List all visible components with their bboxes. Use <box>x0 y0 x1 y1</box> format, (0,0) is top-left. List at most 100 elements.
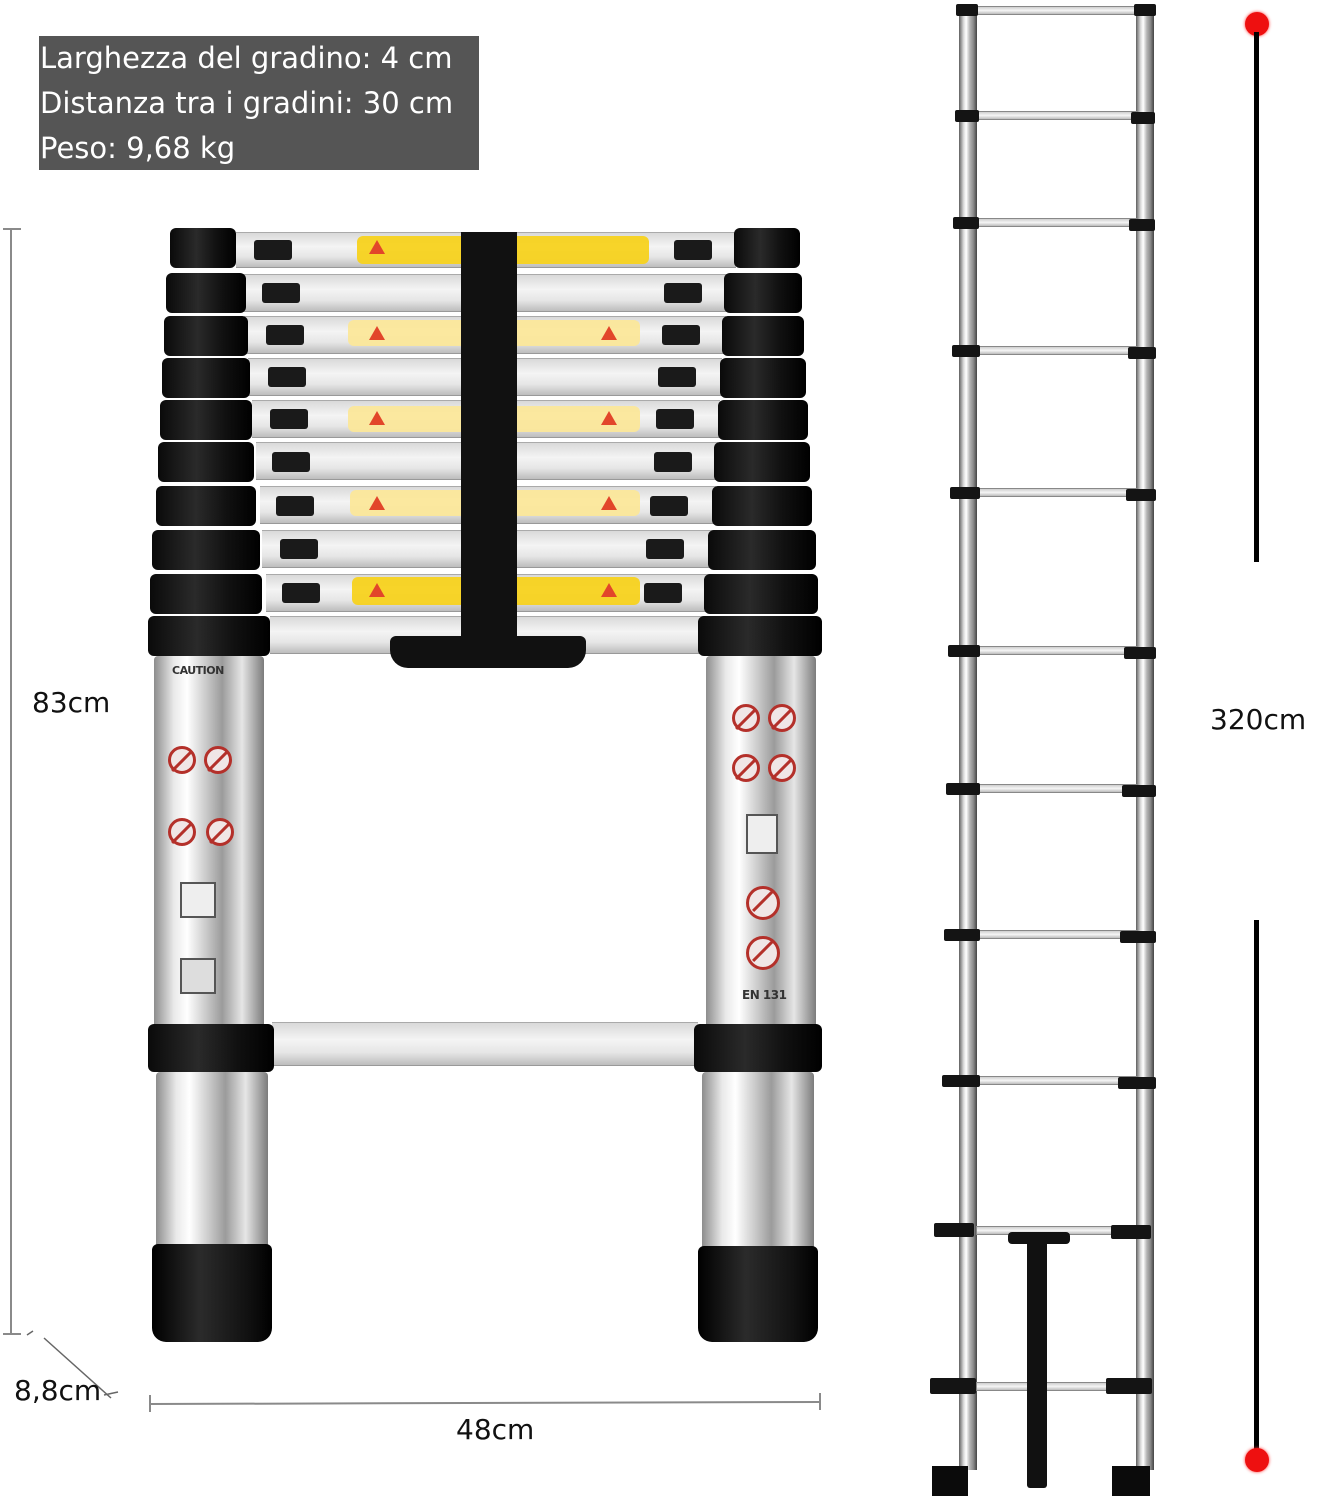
left-foot <box>152 1244 272 1342</box>
rung-clip <box>946 783 980 795</box>
rung-clip <box>944 929 980 941</box>
warning-triangle-icon <box>369 411 385 425</box>
rung-slot <box>664 283 702 303</box>
prohibition-icon <box>204 746 232 774</box>
rung-slot <box>280 539 318 559</box>
rung-slot <box>646 539 684 559</box>
rail-cap <box>704 574 818 614</box>
rail-cap <box>724 273 802 313</box>
rung-clip <box>1111 1225 1151 1239</box>
rail-cap <box>734 228 800 268</box>
rung-clip <box>934 1223 974 1237</box>
instruction-pictogram <box>746 814 778 854</box>
rail-cap <box>152 530 260 570</box>
rung-clip <box>930 1378 976 1394</box>
rung-clip <box>1129 219 1155 231</box>
prohibition-icon <box>732 754 760 782</box>
compact-ladder-illustration: CAUTION EN 131 <box>0 0 920 1500</box>
rung <box>976 1076 1138 1085</box>
right-foot <box>698 1246 818 1342</box>
rung-clip <box>953 217 979 229</box>
rung <box>976 6 1138 15</box>
rung-clip <box>942 1075 980 1087</box>
rung-clip <box>952 345 980 357</box>
rung-slot <box>650 496 688 516</box>
spec-step-width: Larghezza del gradino: 4 cm <box>40 41 453 75</box>
rung-slot <box>270 409 308 429</box>
right-foot <box>1112 1466 1150 1496</box>
rung-slot <box>654 452 692 472</box>
rung-slot <box>266 325 304 345</box>
rail-cap <box>712 486 812 526</box>
instruction-pictogram <box>180 882 216 918</box>
carry-strap <box>1027 1236 1047 1488</box>
rung-slot <box>276 496 314 516</box>
rung-slot <box>662 325 700 345</box>
rung <box>976 218 1138 227</box>
prohibition-icon <box>768 754 796 782</box>
rail-cap <box>694 1024 822 1072</box>
rail-cap <box>698 616 822 656</box>
warning-triangle-icon <box>369 326 385 340</box>
rail-cap <box>164 316 248 356</box>
folded-height-label: 83cm <box>32 686 111 719</box>
spec-step-distance: Distanza tra i gradini: 30 cm <box>40 86 454 120</box>
rung-clip <box>956 4 978 16</box>
prohibition-icon <box>168 818 196 846</box>
rung <box>976 784 1138 793</box>
rail-cap <box>148 1024 274 1072</box>
prohibition-icon <box>732 704 760 732</box>
specs-panel: Larghezza del gradino: 4 cm Distanza tra… <box>39 36 479 170</box>
carry-strap <box>461 232 517 652</box>
prohibition-icon <box>768 704 796 732</box>
prohibition-icon <box>206 818 234 846</box>
caution-label: CAUTION <box>172 664 224 677</box>
rung-clip <box>1106 1378 1152 1394</box>
rung-clip <box>1134 4 1156 16</box>
rung <box>976 111 1138 120</box>
right-rail <box>1136 8 1154 1470</box>
rail-cap <box>708 530 816 570</box>
rail-cap <box>718 400 808 440</box>
dimension-lines <box>3 228 821 1412</box>
rung-clip <box>1128 347 1156 359</box>
rail-cap <box>148 616 270 656</box>
rail-cap <box>170 228 236 268</box>
prohibition-icon <box>746 886 780 920</box>
left-lower-tube <box>156 1072 268 1262</box>
bottom-rung <box>272 1022 698 1066</box>
rail-cap <box>720 358 806 398</box>
width-label: 48cm <box>456 1413 535 1446</box>
warning-triangle-icon <box>601 496 617 510</box>
rung-clip <box>955 110 979 122</box>
rung <box>976 930 1138 939</box>
rung-clip <box>1131 112 1155 124</box>
measure-line-bottom <box>1254 920 1259 1456</box>
left-foot <box>932 1466 968 1496</box>
rail-cap <box>166 273 246 313</box>
rail-cap <box>158 442 254 482</box>
rung-clip <box>1126 489 1156 501</box>
rung-clip <box>950 487 980 499</box>
rung <box>976 646 1138 655</box>
rung-slot <box>254 240 292 260</box>
warning-triangle-icon <box>369 240 385 254</box>
right-lower-tube <box>702 1072 814 1262</box>
rung-clip <box>1120 931 1156 943</box>
rung-slot <box>644 583 682 603</box>
extended-ladder-illustration <box>920 0 1327 1500</box>
prohibition-icon <box>746 936 780 970</box>
warning-triangle-icon <box>601 411 617 425</box>
rung-slot <box>268 367 306 387</box>
rung-clip <box>1124 647 1156 659</box>
rail-cap <box>714 442 810 482</box>
warning-triangle-icon <box>369 496 385 510</box>
rail-cap <box>156 486 256 526</box>
rung-slot <box>282 583 320 603</box>
rung-clip <box>1118 1077 1156 1089</box>
depth-label: 8,8cm <box>14 1374 102 1407</box>
spec-weight: Peso: 9,68 kg <box>40 131 236 165</box>
bottom-marker-dot <box>1245 1448 1269 1472</box>
rung-slot <box>656 409 694 429</box>
prohibition-icon <box>168 746 196 774</box>
